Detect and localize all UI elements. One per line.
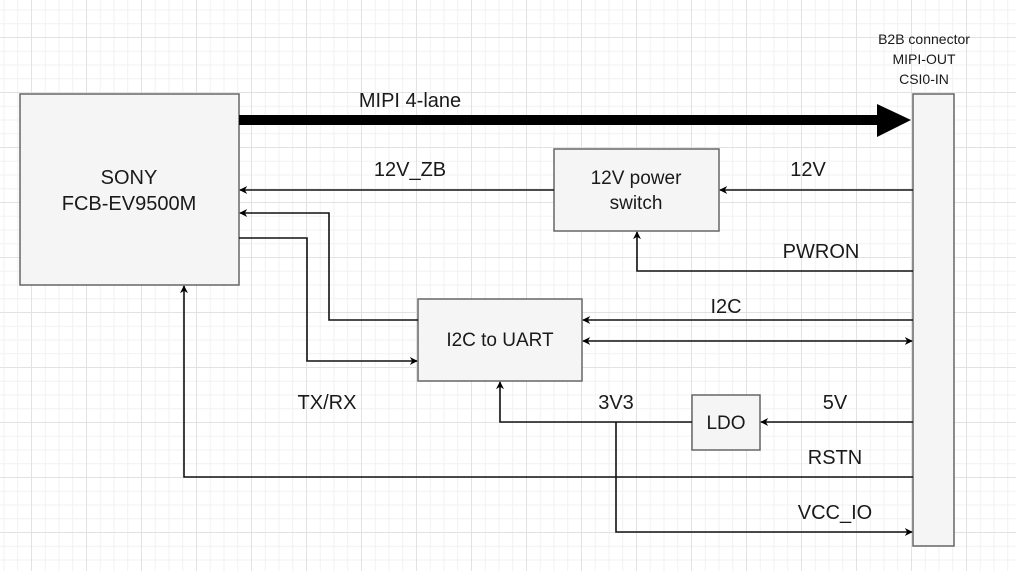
power-switch-label-line2: switch (610, 193, 663, 214)
camera-block[interactable] (19, 93, 240, 286)
power-switch-label-line1: 12V power (591, 168, 683, 189)
i2c-to-uart-block[interactable] (417, 298, 583, 382)
v12-label: 12V (790, 159, 826, 181)
uart-rx-wire (239, 237, 418, 365)
connector-label-line3: CSI0-IN (899, 71, 949, 87)
camera-label-line2: FCB-EV9500M (62, 193, 197, 215)
v3v3-label: 3V3 (598, 392, 634, 414)
ldo-label: LDO (706, 413, 745, 434)
rstn-wire (180, 285, 913, 478)
power-switch-block[interactable] (553, 148, 720, 232)
mipi-label: MIPI 4-lane (359, 90, 461, 112)
mipi-arrowhead-icon (877, 104, 911, 137)
v5-label: 5V (823, 392, 848, 414)
i2c-label: I2C (710, 296, 741, 318)
i2c-to-uart-label: I2C to UART (446, 330, 554, 351)
txrx-label: TX/RX (298, 392, 357, 414)
v3v3-wire (496, 381, 692, 423)
rstn-label: RSTN (808, 447, 862, 469)
pwron-wire (633, 231, 913, 272)
b2b-connector-block[interactable] (912, 93, 955, 547)
pwron-label: PWRON (783, 241, 860, 263)
uart-tx-wire (239, 209, 418, 321)
v12zb-label: 12V_ZB (374, 159, 446, 181)
ldo-block[interactable] (691, 394, 761, 451)
connector-label-line2: MIPI-OUT (893, 51, 956, 67)
camera-label-line1: SONY (101, 167, 158, 189)
vcc-io-wire (615, 422, 913, 536)
connector-label-line1: B2B connector (878, 31, 970, 47)
vcc-io-label: VCC_IO (798, 502, 872, 524)
